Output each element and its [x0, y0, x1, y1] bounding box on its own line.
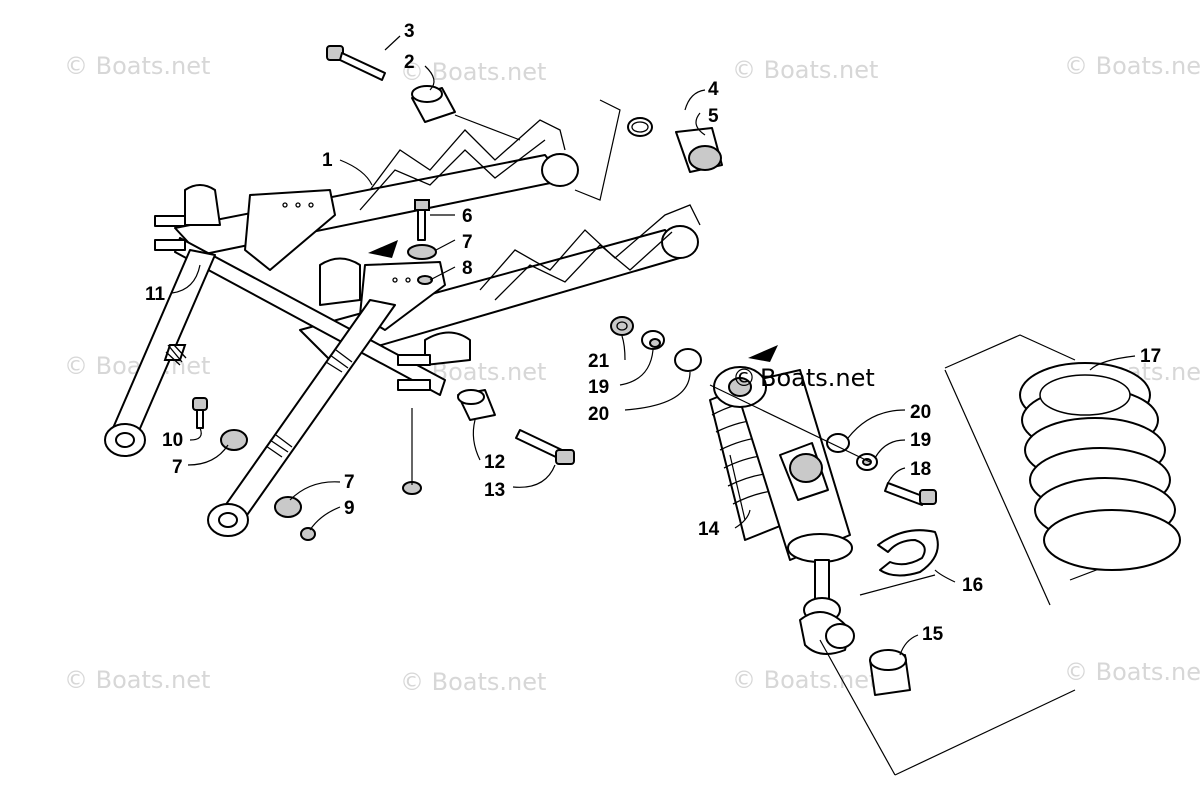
callout-5: 5 [708, 106, 719, 127]
callout-2: 2 [404, 52, 415, 73]
callout-3: 3 [404, 21, 415, 42]
callout-14: 14 [698, 519, 720, 540]
callout-7: 7 [344, 472, 355, 493]
callout-8: 8 [462, 258, 473, 279]
callout-12: 12 [484, 452, 505, 473]
callout-16: 16 [962, 575, 983, 596]
leader-lines [171, 35, 1136, 776]
watermark-layer: © Boats.net © Boats.net © Boats.net © Bo… [64, 52, 1200, 696]
callout-15: 15 [922, 624, 944, 645]
direction-arrow-icon [748, 345, 778, 362]
direction-arrow-icon [368, 240, 398, 258]
copyright-icon: © [732, 364, 756, 392]
shock-absorber [709, 345, 855, 655]
rear-arm-assembly [104, 119, 701, 537]
hardware-top-right [627, 117, 723, 173]
callout-21: 21 [588, 351, 610, 372]
callout-6: 6 [462, 206, 473, 227]
watermark: © Boats.net [1064, 52, 1200, 80]
callout-18: 18 [910, 459, 931, 480]
watermark: © Boats.net [64, 52, 210, 80]
callout-7: 7 [462, 232, 473, 253]
hardware-shock [610, 316, 939, 696]
watermark: © Boats.net [1064, 658, 1200, 686]
callout-17: 17 [1140, 346, 1161, 367]
callout-7: 7 [172, 457, 183, 478]
callout-9: 9 [344, 498, 355, 519]
brand-mark: © Boats.net [732, 364, 875, 392]
watermark: © Boats.net [400, 58, 546, 86]
brand-text: Boats.net [760, 364, 875, 392]
callout-20: 20 [588, 404, 609, 425]
callout-19: 19 [588, 377, 609, 398]
watermark: © Boats.net [400, 668, 546, 696]
watermark: © Boats.net [64, 666, 210, 694]
callout-20: 20 [910, 402, 931, 423]
callout-13: 13 [484, 480, 505, 501]
hardware-left [192, 45, 575, 541]
callout-19: 19 [910, 430, 931, 451]
callout-labels: 3 2 4 5 1 6 7 8 11 10 7 7 9 12 13 21 19 … [145, 21, 1161, 645]
watermark: © Boats.net [732, 56, 878, 84]
callout-4: 4 [708, 79, 719, 100]
callout-11: 11 [145, 284, 166, 305]
watermark: © Boats.net [732, 666, 878, 694]
callout-10: 10 [162, 430, 183, 451]
spring-assembly [894, 334, 1181, 776]
callout-1: 1 [322, 150, 333, 171]
